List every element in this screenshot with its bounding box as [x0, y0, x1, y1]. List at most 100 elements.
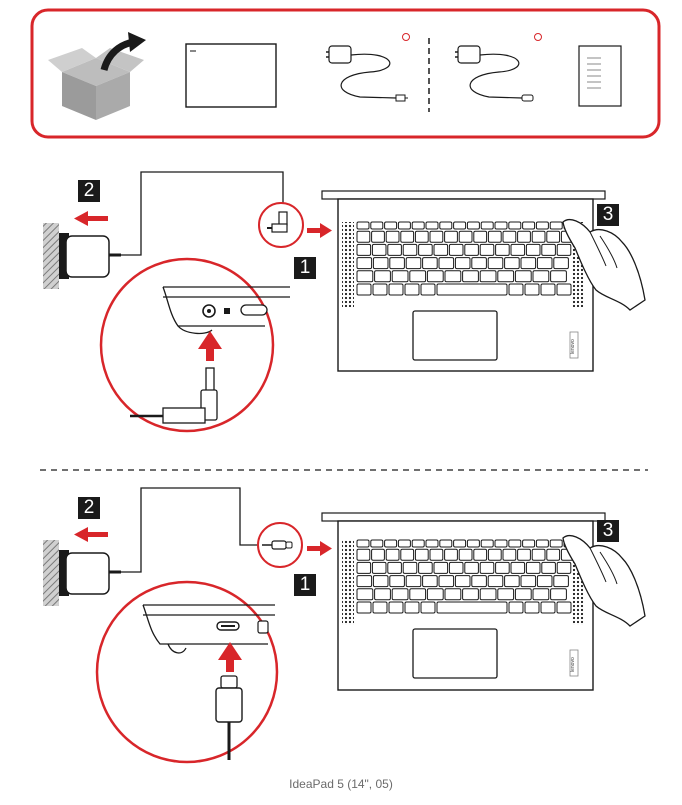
keyboard-key	[388, 283, 404, 296]
port-zoom-detail	[99, 257, 290, 433]
keyboard-key	[402, 561, 418, 574]
keyboard-key	[387, 243, 402, 256]
keyboard-key	[514, 588, 532, 601]
keyboard-keys	[356, 221, 577, 296]
keyboard-key	[384, 221, 398, 230]
keyboard-key	[522, 221, 536, 230]
keyboard-key	[356, 561, 372, 574]
keyboard-key	[356, 575, 373, 588]
touchpad	[412, 628, 498, 679]
keyboard-key	[494, 221, 508, 230]
wall-socket	[43, 540, 59, 606]
keyboard-key	[524, 283, 540, 296]
keyboard-key	[389, 575, 405, 588]
pull-arrow-icon	[74, 211, 108, 226]
keyboard-key	[385, 230, 400, 243]
keyboard-key	[497, 270, 515, 283]
keyboard-key	[405, 257, 422, 270]
keyboard-key	[439, 539, 453, 548]
keyboard-key	[356, 539, 370, 548]
keyboard-key	[466, 221, 480, 230]
keyboard-key	[391, 270, 409, 283]
keyboard-key	[479, 588, 497, 601]
laptop-keyboard-a: lenovo	[321, 190, 606, 372]
keyboard-key	[374, 270, 391, 283]
keyboard-key	[536, 257, 553, 270]
keyboard-key	[426, 588, 444, 601]
keyboard-key	[429, 230, 444, 243]
box-contents-panel	[30, 8, 661, 139]
keyboard-key	[535, 221, 549, 230]
keyboard-key	[546, 548, 561, 561]
keyboard-key	[454, 575, 471, 588]
keyboard-key	[531, 230, 546, 243]
keyboard-key	[514, 270, 532, 283]
keyboard-key	[414, 230, 429, 243]
keyboard-key	[520, 575, 537, 588]
usb-c-connector-icon	[257, 522, 303, 568]
keyboard-key	[388, 601, 404, 614]
keyboard-key	[448, 243, 464, 256]
keyboard-key	[436, 601, 508, 614]
keyboard-key	[541, 243, 556, 256]
keyboard-key	[444, 270, 462, 283]
keyboard-key	[495, 561, 510, 574]
wall-adapter-icon	[59, 233, 121, 279]
keyboard-key	[444, 230, 458, 243]
keyboard-key	[525, 243, 541, 256]
keyboard-key	[532, 270, 550, 283]
barrel-adapter-icon	[326, 33, 410, 102]
keyboard-key	[356, 230, 371, 243]
keyboard-key	[389, 257, 405, 270]
svg-text:lenovo: lenovo	[570, 339, 576, 354]
keyboard-key	[356, 601, 372, 614]
keyboard-key	[479, 270, 497, 283]
keyboard-key	[371, 548, 385, 561]
keyboard-key	[371, 230, 385, 243]
keyboard-key	[402, 243, 418, 256]
keyboard-key	[541, 561, 556, 574]
keyboard-key	[466, 539, 480, 548]
keyboard-key	[356, 243, 372, 256]
keyboard-key	[508, 283, 524, 296]
hand-power-icon	[562, 218, 646, 311]
keyboard-key	[487, 230, 502, 243]
keyboard-key	[480, 221, 494, 230]
keyboard-key	[497, 588, 515, 601]
keyboard-key	[409, 270, 427, 283]
keyboard-key	[370, 539, 384, 548]
hand-power-icon	[562, 534, 646, 627]
keyboard-key	[422, 257, 438, 270]
keyboard-key	[404, 601, 420, 614]
keyboard-key	[425, 539, 439, 548]
keyboard-key	[429, 548, 444, 561]
power-cable	[121, 171, 284, 256]
keyboard-key	[453, 539, 467, 548]
keyboard-key	[556, 243, 572, 256]
keyboard-key	[384, 539, 398, 548]
keyboard-key	[397, 221, 411, 230]
keyboard-key	[546, 230, 561, 243]
keyboard-key	[540, 283, 556, 296]
keyboard-key	[414, 548, 429, 561]
keyboard-key	[453, 221, 467, 230]
keyboard-key	[502, 230, 517, 243]
insert-arrow-icon	[307, 541, 332, 556]
keyboard-key	[495, 243, 510, 256]
keyboard-key	[525, 561, 541, 574]
section-usbc: lenovo	[43, 487, 646, 764]
keyboard-key	[553, 257, 569, 270]
keyboard-key	[549, 539, 563, 548]
keyboard-key	[508, 539, 522, 548]
keyboard-key	[356, 257, 373, 270]
keyboard-key	[462, 270, 479, 283]
keyboard-key	[473, 230, 488, 243]
keyboard-key	[520, 257, 537, 270]
step-badge-3: 3	[597, 520, 619, 542]
keyboard-key	[556, 601, 572, 614]
keyboard-key	[397, 539, 411, 548]
model-caption: IdeaPad 5 (14", 05)	[289, 777, 393, 791]
keyboard-key	[385, 548, 400, 561]
pull-arrow-icon	[74, 527, 108, 542]
keyboard-key	[550, 588, 567, 601]
